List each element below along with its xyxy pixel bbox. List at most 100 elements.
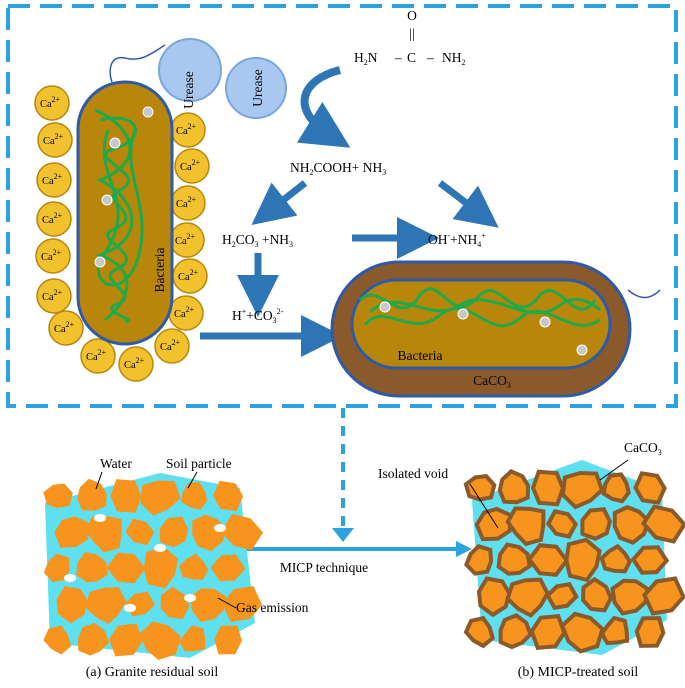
soil-particle: [581, 576, 614, 613]
soil-particle: [179, 625, 206, 652]
soil-particle: [139, 621, 182, 660]
soil-particle: [189, 588, 226, 622]
gas-emission-leader: [217, 597, 237, 609]
soil-particle: [545, 509, 579, 539]
calcium-ion-label: Ca2+: [42, 172, 63, 187]
soil-particle: [505, 506, 546, 547]
soil-particle: [140, 480, 181, 516]
eq-carbonic-acid: H2CO3 +NH3: [222, 232, 293, 249]
urea-formula: O || H2N – C – NH2: [354, 8, 466, 67]
soil-particle: [599, 615, 630, 646]
calcium-ion-label: Ca2+: [40, 95, 61, 110]
soil-particle-leader: [187, 471, 198, 489]
soil-sample-untreated: [43, 473, 264, 660]
soil-particle: [633, 471, 667, 505]
soil-particle: [497, 469, 531, 505]
calcium-ion: Ca2+: [154, 328, 190, 364]
dashed-border-box: [6, 4, 678, 408]
soil-particle: [159, 516, 189, 548]
calcium-ion: Ca2+: [34, 85, 70, 121]
caco3-leader: [599, 459, 629, 481]
calcium-ion-label: Ca2+: [174, 305, 195, 320]
calcium-ion: Ca2+: [80, 338, 116, 374]
bacteria-cell-vertical: Bacteria: [76, 80, 174, 346]
soil-particle: [210, 554, 246, 582]
soil-particle: [634, 616, 666, 648]
soil-particle: [463, 615, 495, 649]
soil-particle: [77, 478, 107, 511]
soil-particle: [181, 481, 208, 510]
calcium-ion-label: Ca2+: [176, 195, 197, 210]
soil-particle: [496, 542, 532, 576]
soil-particle: [559, 611, 605, 654]
soil-particle: [545, 581, 579, 611]
urea-h2n: H2N: [354, 50, 378, 67]
soil-particle: [43, 483, 73, 509]
soil-particle: [601, 472, 631, 504]
urease-label-1: Urease: [181, 71, 196, 108]
calcium-ion-label: Ca2+: [175, 232, 196, 247]
soil-particle: [530, 469, 566, 507]
soil-particle: [179, 553, 209, 580]
calcium-ion: Ca2+: [37, 122, 73, 158]
urease-label-2: Urease: [250, 69, 265, 106]
water-label: Water: [100, 456, 132, 471]
gas-emission-label: Gas emission: [236, 600, 309, 615]
soil-particle: [125, 518, 155, 546]
soil-particle: [599, 543, 633, 574]
soil-particle: [76, 552, 109, 583]
calcium-ion: Ca2+: [35, 238, 71, 274]
calcium-ion-label: Ca2+: [180, 158, 201, 173]
eq-carbonate-ions: H++CO32-: [232, 307, 284, 325]
soil-particle: [640, 504, 685, 544]
calcium-ion: Ca2+: [170, 185, 206, 221]
gas-bubble: [124, 604, 136, 612]
calcium-ion-label: Ca2+: [178, 268, 199, 283]
soil-sample-treated: [463, 460, 685, 655]
calcium-ion: Ca2+: [170, 112, 206, 148]
soil-particle-label: Soil particle: [166, 456, 232, 471]
gas-bubble: [184, 594, 196, 602]
soil-particle: [214, 625, 242, 655]
urea-nh2: NH2: [442, 50, 466, 67]
calcium-ion: Ca2+: [48, 310, 84, 346]
urea-oxygen: O: [407, 8, 417, 23]
urea-carbon: C: [407, 50, 416, 65]
calcium-ion-label: Ca2+: [54, 320, 75, 335]
bacteria-label-vertical: Bacteria: [152, 248, 167, 293]
soil-particle: [642, 576, 685, 616]
soil-particle: [464, 544, 494, 576]
soil-particle: [109, 623, 143, 657]
urea-bond-left: –: [394, 50, 402, 65]
dna-horizontal: [358, 287, 602, 327]
soil-particle: [192, 514, 228, 552]
arrow-urease-to-carbamate: [296, 66, 351, 148]
soil-particle: [526, 543, 570, 577]
soil-particle: [610, 578, 650, 616]
calcium-ion-label: Ca2+: [41, 248, 62, 263]
arrow-micp-head: [456, 541, 472, 557]
eq-hydroxide-ammonium: OH-+NH4+: [428, 231, 486, 249]
arrow-to-hydroxide: [437, 180, 499, 228]
calcium-ion-label: Ca2+: [86, 348, 107, 363]
calcium-ion: Ca2+: [174, 148, 210, 184]
micp-technique-label: MICP technique: [280, 560, 368, 575]
soil-particle: [43, 553, 70, 583]
bacteria-cell-horizontal: Bacteria CaCO3: [330, 260, 661, 398]
water-leader: [95, 471, 103, 490]
soil-particle: [43, 625, 72, 655]
caption-treated: (b) MICP-treated soil: [518, 665, 639, 680]
bacteria-label-horizontal: Bacteria: [398, 348, 443, 363]
calcium-ion-label: Ca2+: [124, 356, 145, 371]
caco3-label: CaCO3: [624, 440, 662, 457]
soil-particle: [221, 585, 263, 622]
calcium-ion-label: Ca2+: [42, 211, 63, 226]
soil-particle: [630, 545, 670, 575]
calcium-ion-label: Ca2+: [42, 288, 63, 303]
calcium-ion: Ca2+: [36, 162, 72, 198]
soil-particle: [474, 506, 513, 542]
soil-particle: [529, 613, 567, 651]
arrow-to-carbonic: [251, 180, 308, 225]
caco3-shell-label: CaCO3: [473, 373, 511, 390]
